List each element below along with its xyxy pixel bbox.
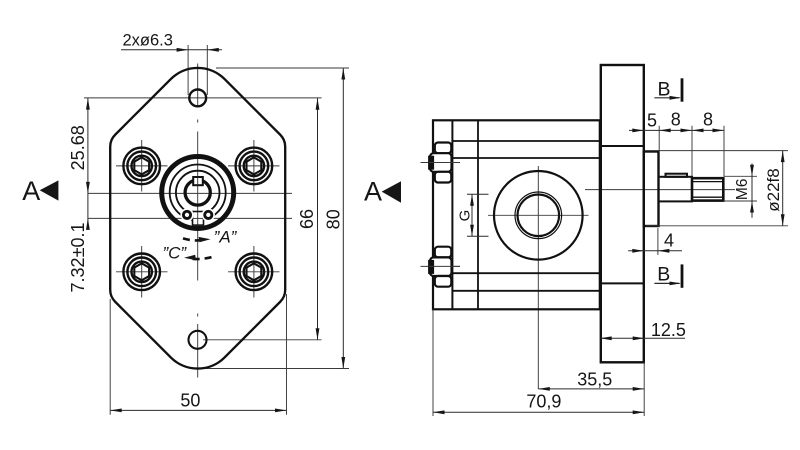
svg-text:G: G — [457, 210, 474, 222]
svg-text:12.5: 12.5 — [651, 320, 686, 340]
svg-text:4: 4 — [664, 231, 674, 251]
svg-text:ø22f8: ø22f8 — [764, 168, 783, 211]
svg-text:7.32±0.1: 7.32±0.1 — [68, 223, 88, 293]
svg-text:”A”: ”A” — [214, 228, 238, 247]
svg-text:5: 5 — [647, 110, 657, 130]
svg-text:M6: M6 — [734, 179, 751, 201]
svg-text:B: B — [657, 264, 670, 286]
svg-text:B: B — [658, 79, 671, 101]
svg-text:50: 50 — [180, 391, 200, 411]
svg-text:2xø6.3: 2xø6.3 — [123, 32, 173, 50]
svg-text:70,9: 70,9 — [526, 392, 561, 412]
svg-text:80: 80 — [323, 209, 343, 229]
svg-text:8: 8 — [703, 110, 713, 130]
svg-text:66: 66 — [297, 209, 317, 229]
svg-text:A: A — [22, 176, 40, 206]
svg-text:25.68: 25.68 — [68, 125, 88, 170]
svg-text:”C”: ”C” — [162, 243, 187, 262]
svg-text:35,5: 35,5 — [577, 370, 612, 390]
svg-text:8: 8 — [671, 110, 681, 130]
svg-text:A: A — [364, 177, 382, 207]
